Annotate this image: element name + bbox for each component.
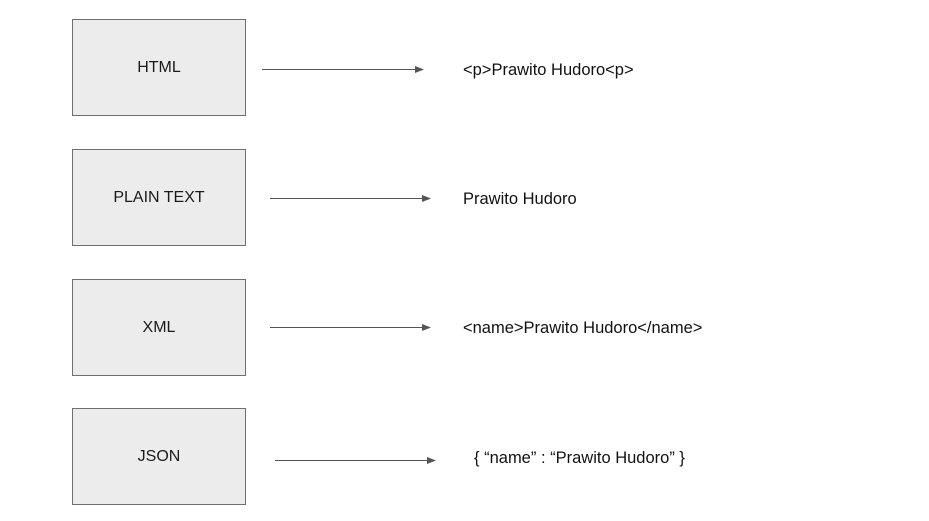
arrow-plain-text	[270, 195, 431, 202]
output-xml: <name>Prawito Hudoro</name>	[463, 319, 703, 337]
arrow-xml	[270, 324, 431, 331]
output-html: <p>Prawito Hudoro<p>	[463, 61, 634, 79]
format-box-json: JSON	[72, 408, 246, 505]
format-label: HTML	[137, 58, 181, 76]
format-label: JSON	[137, 447, 181, 465]
format-label: PLAIN TEXT	[113, 188, 205, 206]
format-label: XML	[142, 318, 176, 336]
output-json: { “name” : “Prawito Hudoro” }	[474, 449, 685, 467]
format-box-html: HTML	[72, 19, 246, 116]
format-box-plain-text: PLAIN TEXT	[72, 149, 246, 246]
output-plain-text: Prawito Hudoro	[463, 190, 577, 208]
arrow-json	[275, 457, 436, 464]
arrow-html	[262, 66, 424, 73]
format-box-xml: XML	[72, 279, 246, 376]
